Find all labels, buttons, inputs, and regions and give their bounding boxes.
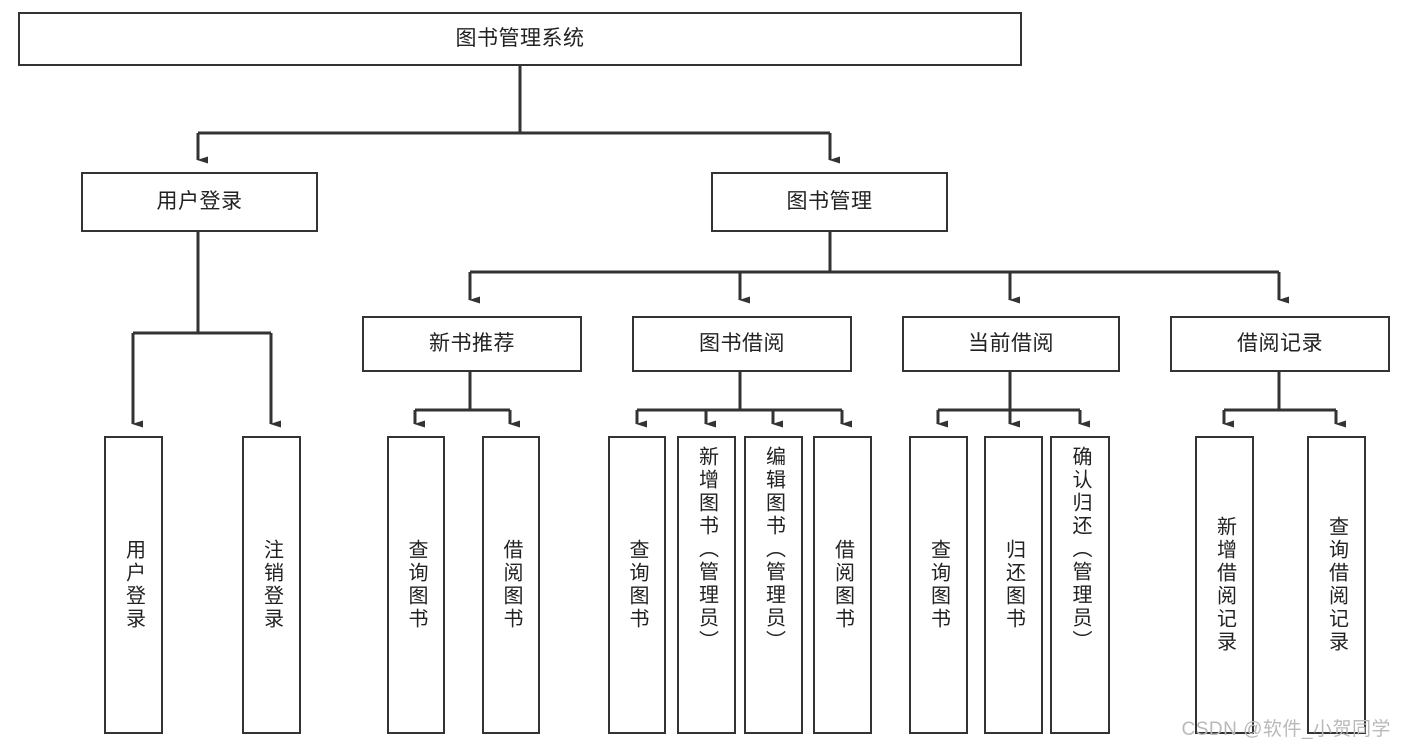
node-leaf-query-record[interactable]: 查询借阅记录 xyxy=(1307,436,1366,734)
node-leaf-borrow-book-1-label: 借阅图书 xyxy=(500,539,522,631)
node-leaf-user-logout[interactable]: 注销登录 xyxy=(242,436,301,734)
node-leaf-query-book-3[interactable]: 查询图书 xyxy=(909,436,968,734)
node-leaf-user-login-label: 用户登录 xyxy=(122,539,145,631)
node-leaf-query-book-2[interactable]: 查询图书 xyxy=(608,436,666,734)
node-leaf-borrow-book-1[interactable]: 借阅图书 xyxy=(482,436,540,734)
node-leaf-return-book-label: 归还图书 xyxy=(1002,539,1025,631)
node-leaf-query-book-1-label: 查询图书 xyxy=(405,539,427,631)
node-leaf-query-book-3-label: 查询图书 xyxy=(927,539,950,631)
node-book-management-label: 图书管理 xyxy=(786,189,873,213)
node-leaf-borrow-book-2-label: 借阅图书 xyxy=(831,539,854,631)
node-user-login-label: 用户登录 xyxy=(156,189,243,213)
node-current-borrow[interactable]: 当前借阅 xyxy=(902,316,1120,372)
node-leaf-borrow-book-2[interactable]: 借阅图书 xyxy=(813,436,872,734)
node-leaf-query-book-1[interactable]: 查询图书 xyxy=(387,436,445,734)
node-book-management[interactable]: 图书管理 xyxy=(711,172,948,232)
node-borrow-record[interactable]: 借阅记录 xyxy=(1170,316,1390,372)
node-leaf-query-book-2-label: 查询图书 xyxy=(626,539,648,631)
node-leaf-user-login[interactable]: 用户登录 xyxy=(104,436,163,734)
node-new-book-recommend-label: 新书推荐 xyxy=(429,331,515,355)
node-leaf-add-book[interactable]: 新增图书（管理员） xyxy=(677,436,736,734)
node-book-borrow[interactable]: 图书借阅 xyxy=(632,316,852,372)
node-leaf-confirm-return[interactable]: 确认归还（管理员） xyxy=(1050,436,1110,734)
node-root-label: 图书管理系统 xyxy=(455,26,585,50)
node-leaf-confirm-return-label: 确认归还（管理员） xyxy=(1069,446,1091,653)
node-leaf-edit-book-label: 编辑图书（管理员） xyxy=(762,446,785,653)
node-book-borrow-label: 图书借阅 xyxy=(699,331,785,355)
node-current-borrow-label: 当前借阅 xyxy=(968,331,1054,355)
watermark: CSDN @软件_小贺同学 xyxy=(1181,719,1391,740)
node-leaf-add-record[interactable]: 新增借阅记录 xyxy=(1195,436,1254,734)
node-root[interactable]: 图书管理系统 xyxy=(18,12,1022,66)
node-leaf-add-record-label: 新增借阅记录 xyxy=(1213,516,1236,654)
node-leaf-return-book[interactable]: 归还图书 xyxy=(984,436,1043,734)
node-leaf-edit-book[interactable]: 编辑图书（管理员） xyxy=(744,436,803,734)
node-user-login[interactable]: 用户登录 xyxy=(81,172,318,232)
node-leaf-add-book-label: 新增图书（管理员） xyxy=(695,446,718,653)
node-new-book-recommend[interactable]: 新书推荐 xyxy=(362,316,582,372)
node-leaf-query-record-label: 查询借阅记录 xyxy=(1325,516,1348,654)
node-borrow-record-label: 借阅记录 xyxy=(1237,331,1323,355)
node-leaf-user-logout-label: 注销登录 xyxy=(260,539,283,631)
